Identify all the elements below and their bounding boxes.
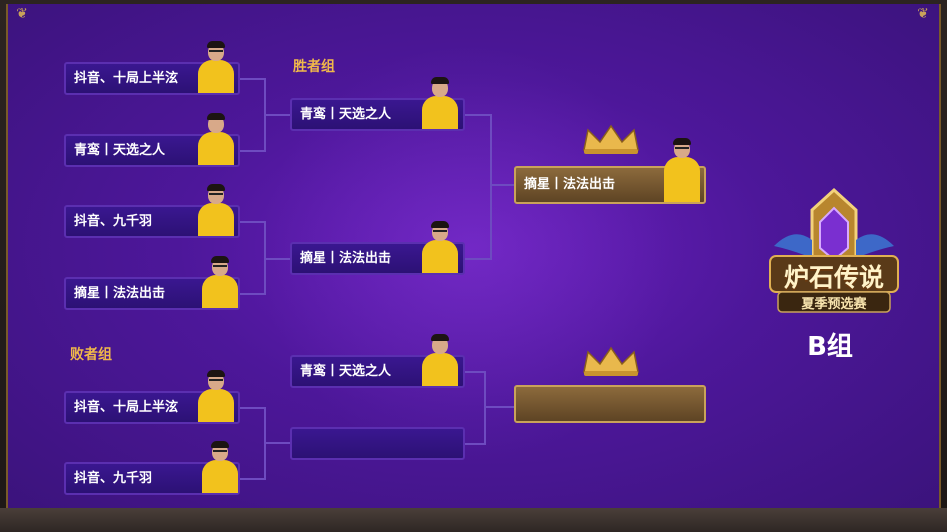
winners-r1-slot-1[interactable]: 抖音、十局上半泫	[64, 41, 240, 95]
corner-ornament-icon: ❦	[917, 6, 929, 22]
losers-r2-slot-2[interactable]	[290, 427, 465, 460]
player-avatar	[196, 370, 236, 422]
crown-icon	[583, 124, 639, 154]
player-name: 摘星丨法法出击	[524, 177, 616, 192]
losers-r1-slot-1[interactable]: 抖音、十局上半泫	[64, 370, 240, 424]
bracket-line	[465, 371, 485, 373]
player-name: 青鸾丨天选之人	[300, 364, 392, 379]
hearthstone-logo-icon: 炉石传说 夏季预选赛	[764, 186, 904, 316]
losers-r1-slot-2[interactable]: 抖音、九千羽	[64, 441, 240, 495]
player-avatar	[196, 184, 236, 236]
bracket-line	[465, 258, 491, 260]
winners-r2-slot-1[interactable]: 青鸾丨天选之人	[290, 77, 465, 131]
logo-title: 炉石传说	[783, 263, 884, 292]
player-name: 摘星丨法法出击	[74, 286, 166, 301]
bracket-line	[484, 406, 514, 408]
logo-emblem	[769, 187, 899, 313]
group-label: B组	[807, 332, 853, 362]
bracket-line	[240, 293, 264, 295]
player-avatar	[420, 221, 460, 273]
losers-bracket-label: 败者组	[70, 347, 112, 363]
player-avatar	[196, 113, 236, 165]
bracket-line	[465, 114, 491, 116]
bracket-line	[264, 442, 290, 444]
player-avatar	[200, 256, 240, 308]
player-name: 青鸾丨天选之人	[300, 107, 392, 122]
losers-final-slot[interactable]	[514, 385, 706, 423]
losers-r2-slot-1[interactable]: 青鸾丨天选之人	[290, 334, 465, 388]
winners-r1-slot-3[interactable]: 抖音、九千羽	[64, 184, 240, 238]
player-name: 抖音、十局上半泫	[74, 400, 179, 415]
player-avatar	[420, 334, 460, 386]
bracket-line	[490, 114, 492, 260]
player-avatar	[196, 41, 236, 93]
bracket-line	[240, 478, 264, 480]
player-name: 青鸾丨天选之人	[74, 143, 166, 158]
winners-r1-slot-2[interactable]: 青鸾丨天选之人	[64, 113, 240, 167]
player-avatar	[662, 138, 702, 202]
player-name: 抖音、九千羽	[74, 214, 153, 229]
winners-r1-slot-4[interactable]: 摘星丨法法出击	[64, 256, 240, 310]
corner-ornament-icon: ❦	[16, 6, 28, 22]
bracket-line	[264, 258, 290, 260]
logo-subtitle: 夏季预选赛	[801, 297, 867, 312]
player-name: 抖音、九千羽	[74, 471, 153, 486]
bracket-line	[484, 371, 486, 445]
bottom-bar	[0, 508, 947, 532]
bracket-line	[240, 78, 264, 80]
winners-r2-slot-2[interactable]: 摘星丨法法出击	[290, 221, 465, 275]
bracket-line	[264, 114, 290, 116]
bracket-line	[240, 407, 264, 409]
player-name: 抖音、十局上半泫	[74, 71, 179, 86]
bracket-line	[240, 150, 264, 152]
winners-bracket-label: 胜者组	[293, 59, 335, 75]
bracket-line	[465, 443, 485, 445]
bracket-line	[490, 184, 514, 186]
winners-final-slot[interactable]: 摘星丨法法出击	[514, 138, 706, 204]
crown-icon	[583, 346, 639, 376]
player-avatar	[420, 77, 460, 129]
bracket-line	[240, 221, 264, 223]
player-name: 摘星丨法法出击	[300, 251, 392, 266]
player-avatar	[200, 441, 240, 493]
